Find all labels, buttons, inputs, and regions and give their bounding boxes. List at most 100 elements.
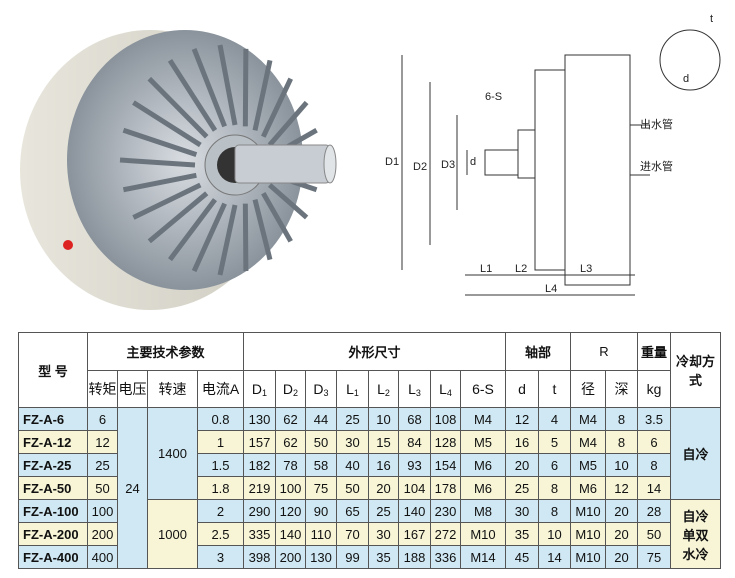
header-weight: 重量 — [637, 332, 671, 371]
label-key-d: d — [683, 73, 689, 85]
fin — [167, 59, 218, 132]
header-6s: 6-S — [460, 370, 506, 408]
cell-l3: 167 — [398, 522, 431, 546]
cell-depth: 8 — [605, 430, 638, 454]
cell-t: 14 — [538, 545, 571, 569]
cell-l4: 230 — [430, 499, 461, 523]
cell-model: FZ-A-25 — [18, 453, 88, 477]
fin — [122, 127, 198, 158]
fin — [267, 100, 309, 147]
cell-l2: 30 — [368, 522, 399, 546]
cell-d2: 120 — [275, 499, 306, 523]
cell-dia: M5 — [570, 453, 606, 477]
cell-l4: 178 — [430, 476, 461, 500]
cell-d3: 130 — [305, 545, 337, 569]
cell-d3: 50 — [305, 430, 337, 454]
cell-dia: M6 — [570, 476, 606, 500]
cell-kg: 14 — [637, 476, 671, 500]
cell-cooling: 自冷 单双 水冷 — [670, 499, 721, 569]
cell-l1: 70 — [336, 522, 369, 546]
cell-torque: 6 — [87, 407, 118, 431]
cell-t: 6 — [538, 453, 571, 477]
header-cooling: 冷却方式 — [670, 332, 721, 408]
header-shaft-d: d — [505, 370, 539, 408]
fin — [191, 202, 227, 273]
header-d3: D3 — [305, 370, 337, 408]
label-l3: L3 — [580, 263, 592, 275]
header-kg: kg — [637, 370, 671, 408]
cell-l2: 20 — [368, 476, 399, 500]
cell-d3: 110 — [305, 522, 337, 546]
header-l4: L4 — [430, 370, 461, 408]
cell-s: M14 — [460, 545, 506, 569]
cell-d3: 75 — [305, 476, 337, 500]
cell-l3: 188 — [398, 545, 431, 569]
cell-d2: 78 — [275, 453, 306, 477]
shaft-outline — [484, 149, 519, 176]
cell-speed: 1000 — [147, 499, 198, 569]
cell-current: 0.8 — [197, 407, 244, 431]
cell-d: 20 — [505, 453, 539, 477]
header-l1: L1 — [336, 370, 369, 408]
label-d1: D1 — [385, 156, 399, 168]
cooling-fins — [119, 44, 321, 276]
cell-d1: 398 — [243, 545, 276, 569]
fin — [132, 182, 202, 220]
fin — [261, 192, 293, 243]
cell-dia: M4 — [570, 430, 606, 454]
cell-model: FZ-A-100 — [18, 499, 88, 523]
header-l3: L3 — [398, 370, 431, 408]
label-d2: D2 — [413, 161, 427, 173]
cell-model: FZ-A-12 — [18, 430, 88, 454]
dimension-drawing: D1 D2 D3 d 6-S L1 L2 L3 L4 出水管 进水管 t d — [385, 13, 721, 296]
cell-dia: M10 — [570, 499, 606, 523]
cell-s: M6 — [460, 476, 506, 500]
header-main-params: 主要技术参数 — [87, 332, 244, 371]
cell-current: 2.5 — [197, 522, 244, 546]
cell-kg: 3.5 — [637, 407, 671, 431]
cell-d3: 90 — [305, 499, 337, 523]
cell-d2: 62 — [275, 430, 306, 454]
cell-s: M5 — [460, 430, 506, 454]
cell-s: M4 — [460, 407, 506, 431]
cell-torque: 25 — [87, 453, 118, 477]
cell-s: M10 — [460, 522, 506, 546]
cell-l3: 68 — [398, 407, 431, 431]
cell-torque: 50 — [87, 476, 118, 500]
header-d1: D1 — [243, 370, 276, 408]
cell-d2: 140 — [275, 522, 306, 546]
fin — [267, 183, 309, 220]
cell-kg: 6 — [637, 430, 671, 454]
cell-depth: 20 — [605, 545, 638, 569]
cell-l1: 30 — [336, 430, 369, 454]
cell-s: M6 — [460, 453, 506, 477]
cell-d1: 130 — [243, 407, 276, 431]
fin — [261, 77, 293, 138]
header-voltage: 电压 — [117, 370, 148, 408]
header-r-depth: 深 — [605, 370, 638, 408]
cell-d1: 290 — [243, 499, 276, 523]
cell-d1: 157 — [243, 430, 276, 454]
cell-l3: 140 — [398, 499, 431, 523]
cell-l4: 128 — [430, 430, 461, 454]
cell-l4: 154 — [430, 453, 461, 477]
header-model: 型 号 — [18, 332, 88, 408]
cell-l3: 93 — [398, 453, 431, 477]
cell-torque: 400 — [87, 545, 118, 569]
fin — [147, 191, 209, 244]
cell-l2: 25 — [368, 499, 399, 523]
cell-t: 4 — [538, 407, 571, 431]
cell-current: 1 — [197, 430, 244, 454]
cell-l1: 50 — [336, 476, 369, 500]
cell-d: 25 — [505, 476, 539, 500]
water-port — [63, 240, 73, 250]
fin — [119, 157, 196, 168]
cell-d: 16 — [505, 430, 539, 454]
cell-d1: 335 — [243, 522, 276, 546]
cell-model: FZ-A-50 — [18, 476, 88, 500]
cell-t: 8 — [538, 499, 571, 523]
cell-l4: 336 — [430, 545, 461, 569]
